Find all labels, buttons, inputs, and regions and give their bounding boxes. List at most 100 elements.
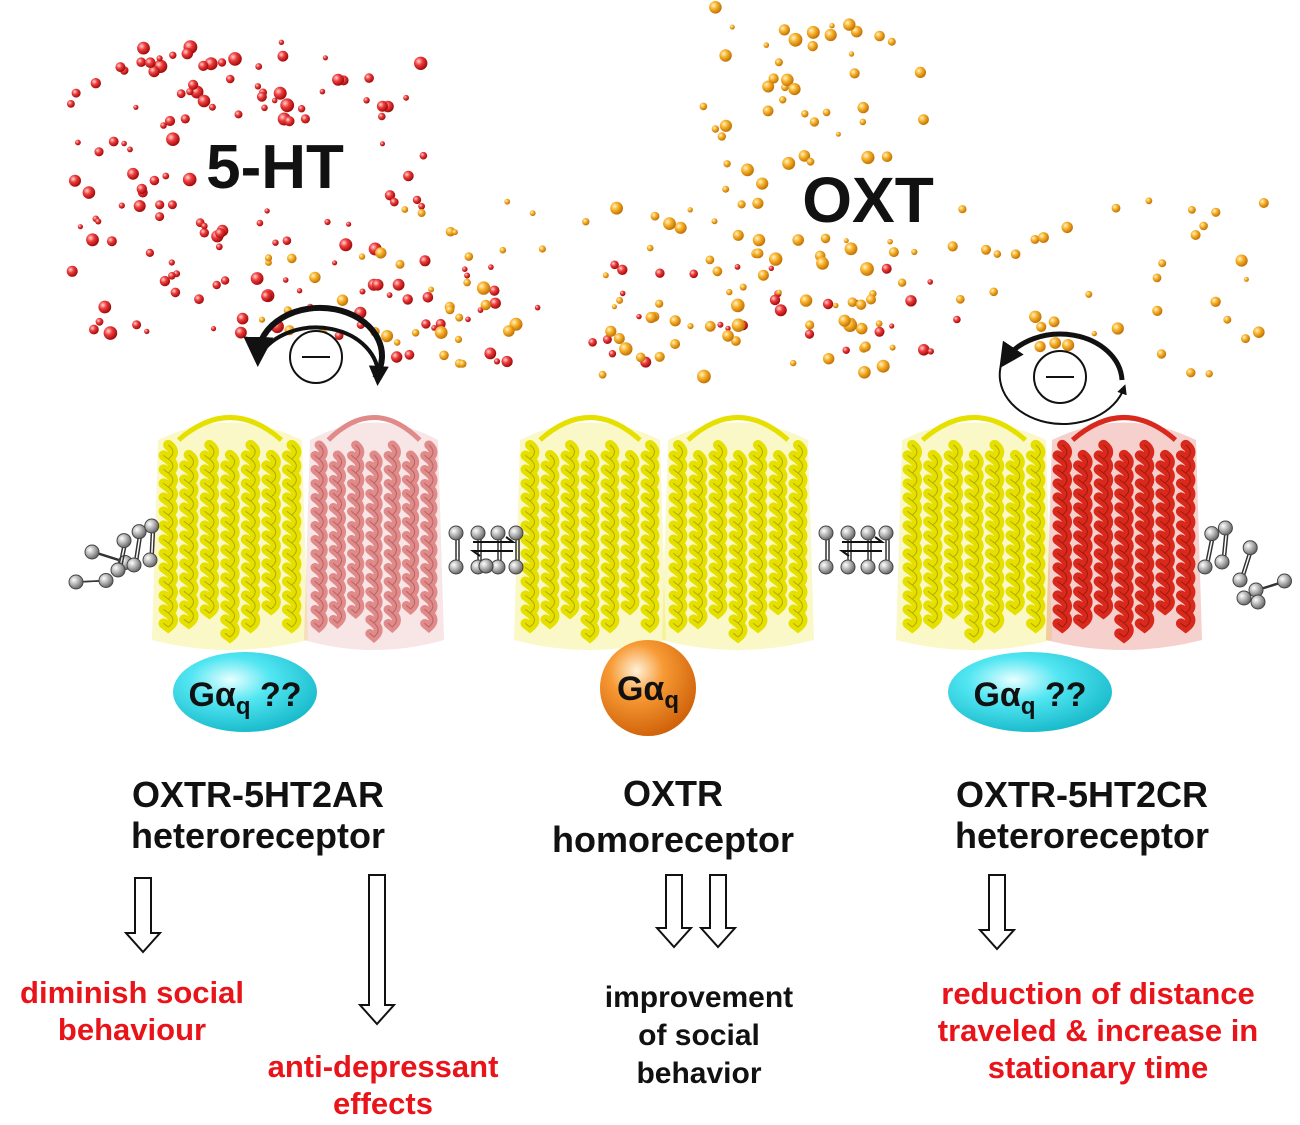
oxytocin-molecule bbox=[1036, 321, 1047, 332]
oxytocin-molecule bbox=[452, 229, 458, 236]
oxytocin-molecule bbox=[1049, 337, 1062, 349]
oxytocin-molecule bbox=[709, 1, 722, 14]
oxytocin-molecule bbox=[458, 359, 467, 368]
serotonin-molecule bbox=[419, 255, 431, 267]
ht2c-protomer bbox=[1046, 415, 1202, 650]
oxytocin-molecule bbox=[993, 250, 1002, 258]
oxytocin-molecule bbox=[663, 217, 676, 231]
lipid-molecule-icon bbox=[1197, 526, 1220, 575]
oxytocin-molecule bbox=[1253, 326, 1265, 339]
serotonin-molecule bbox=[918, 344, 930, 356]
serotonin-molecule bbox=[77, 224, 83, 230]
oxytocin-molecule bbox=[393, 339, 401, 346]
serotonin-molecule bbox=[118, 202, 125, 209]
oxytocin-molecule bbox=[1145, 197, 1153, 205]
oxytocin-molecule bbox=[1111, 322, 1124, 335]
oxytocin-molecule bbox=[888, 247, 899, 258]
serotonin-molecule bbox=[136, 57, 146, 67]
serotonin-molecule bbox=[284, 116, 295, 127]
serotonin-molecule bbox=[774, 304, 787, 317]
oxytocin-molecule bbox=[1091, 330, 1098, 337]
oxytocin-molecule bbox=[829, 23, 835, 29]
hollow-down-arrow-icon bbox=[357, 874, 397, 1026]
oxytocin-molecule bbox=[732, 229, 744, 241]
membrane-lipids bbox=[68, 518, 1292, 610]
oxytocin-molecule bbox=[336, 294, 349, 306]
serotonin-molecule bbox=[588, 338, 597, 347]
serotonin-molecule bbox=[82, 186, 96, 199]
serotonin-molecule bbox=[889, 323, 895, 329]
oxytocin-molecule bbox=[287, 253, 297, 264]
receptor-right-name: OXTR-5HT2CR bbox=[956, 774, 1208, 815]
serotonin-molecule bbox=[170, 287, 181, 298]
oxytocin-molecule bbox=[774, 58, 783, 67]
serotonin-molecule bbox=[199, 228, 209, 238]
serotonin-molecule bbox=[127, 146, 133, 153]
oxytocin-molecule bbox=[723, 160, 731, 168]
lipid-molecule-icon bbox=[68, 573, 114, 590]
serotonin-molecule bbox=[296, 288, 303, 294]
serotonin-molecule bbox=[414, 56, 428, 70]
serotonin-molecule bbox=[236, 312, 249, 325]
oxytocin-molecule bbox=[824, 28, 837, 42]
oxytocin-molecule bbox=[464, 252, 474, 261]
lipid-molecule-icon bbox=[840, 525, 856, 575]
oxytocin-molecule bbox=[860, 262, 874, 276]
serotonin-molecule bbox=[881, 263, 892, 274]
oxytocin-molecule bbox=[989, 287, 998, 297]
serotonin-molecule bbox=[332, 73, 345, 86]
serotonin-molecule bbox=[403, 94, 409, 101]
effect-right-line3: stationary time bbox=[988, 1050, 1209, 1085]
serotonin-molecule bbox=[201, 222, 208, 230]
lipid-molecule-icon bbox=[478, 558, 494, 574]
oxytocin-molecule bbox=[1186, 368, 1196, 378]
effect-left-b-line1: anti-depressant bbox=[268, 1049, 499, 1084]
oxytocin-molecule bbox=[769, 252, 783, 266]
oxytocin-molecule bbox=[731, 336, 741, 346]
oxytocin-molecule bbox=[1062, 339, 1075, 352]
serotonin-molecule bbox=[210, 326, 217, 332]
lipid-molecule-icon bbox=[1232, 540, 1258, 588]
serotonin-molecule bbox=[197, 94, 211, 108]
oxytocin-molecule bbox=[1190, 230, 1201, 240]
oxytocin-molecule bbox=[1061, 221, 1073, 234]
serotonin-molecule bbox=[254, 83, 262, 90]
oxytocin-molecule bbox=[616, 296, 624, 304]
serotonin-molecule bbox=[159, 275, 171, 287]
oxtr-protomer bbox=[896, 415, 1052, 650]
serotonin-molecule bbox=[769, 294, 781, 306]
effect-left-a-line1: diminish social bbox=[20, 975, 244, 1010]
serotonin-molecule bbox=[235, 326, 247, 339]
oxytocin-molecule bbox=[1156, 349, 1167, 359]
oxytocin-molecule bbox=[654, 351, 665, 362]
serotonin-molecule bbox=[180, 114, 190, 124]
serotonin-molecule bbox=[66, 265, 78, 277]
receptor-center-type: homoreceptor bbox=[552, 819, 794, 860]
oxytocin-molecule bbox=[1188, 206, 1196, 214]
oxytocin-molecule bbox=[776, 289, 782, 295]
serotonin-molecule bbox=[234, 110, 243, 119]
serotonin-molecule bbox=[69, 174, 81, 187]
serotonin-molecule bbox=[273, 86, 287, 100]
oxytocin-molecule bbox=[650, 211, 660, 221]
serotonin-molecule bbox=[617, 264, 628, 275]
serotonin-molecule bbox=[404, 349, 415, 360]
serotonin-molecule bbox=[392, 278, 405, 291]
equilibrium-left bbox=[469, 536, 517, 557]
oxytocin-molecule bbox=[768, 73, 779, 84]
serotonin-molecule bbox=[127, 167, 139, 180]
oxytocin-molecule bbox=[705, 255, 715, 265]
receptor-left-name: OXTR-5HT2AR bbox=[132, 774, 384, 815]
oxtr-protomer bbox=[514, 415, 666, 650]
serotonin-molecule bbox=[636, 313, 642, 320]
oxytocin-molecule bbox=[801, 110, 809, 118]
serotonin-molecule bbox=[132, 320, 142, 330]
oxytocin-molecule bbox=[855, 299, 867, 310]
serotonin-molecule bbox=[489, 285, 500, 296]
equilibrium-arrows-icon bbox=[469, 550, 513, 557]
serotonin-molecule bbox=[421, 319, 431, 329]
oxytocin-molecule bbox=[741, 163, 754, 177]
oxytocin-molecule bbox=[847, 297, 858, 308]
oxytocin-molecule bbox=[455, 313, 464, 322]
